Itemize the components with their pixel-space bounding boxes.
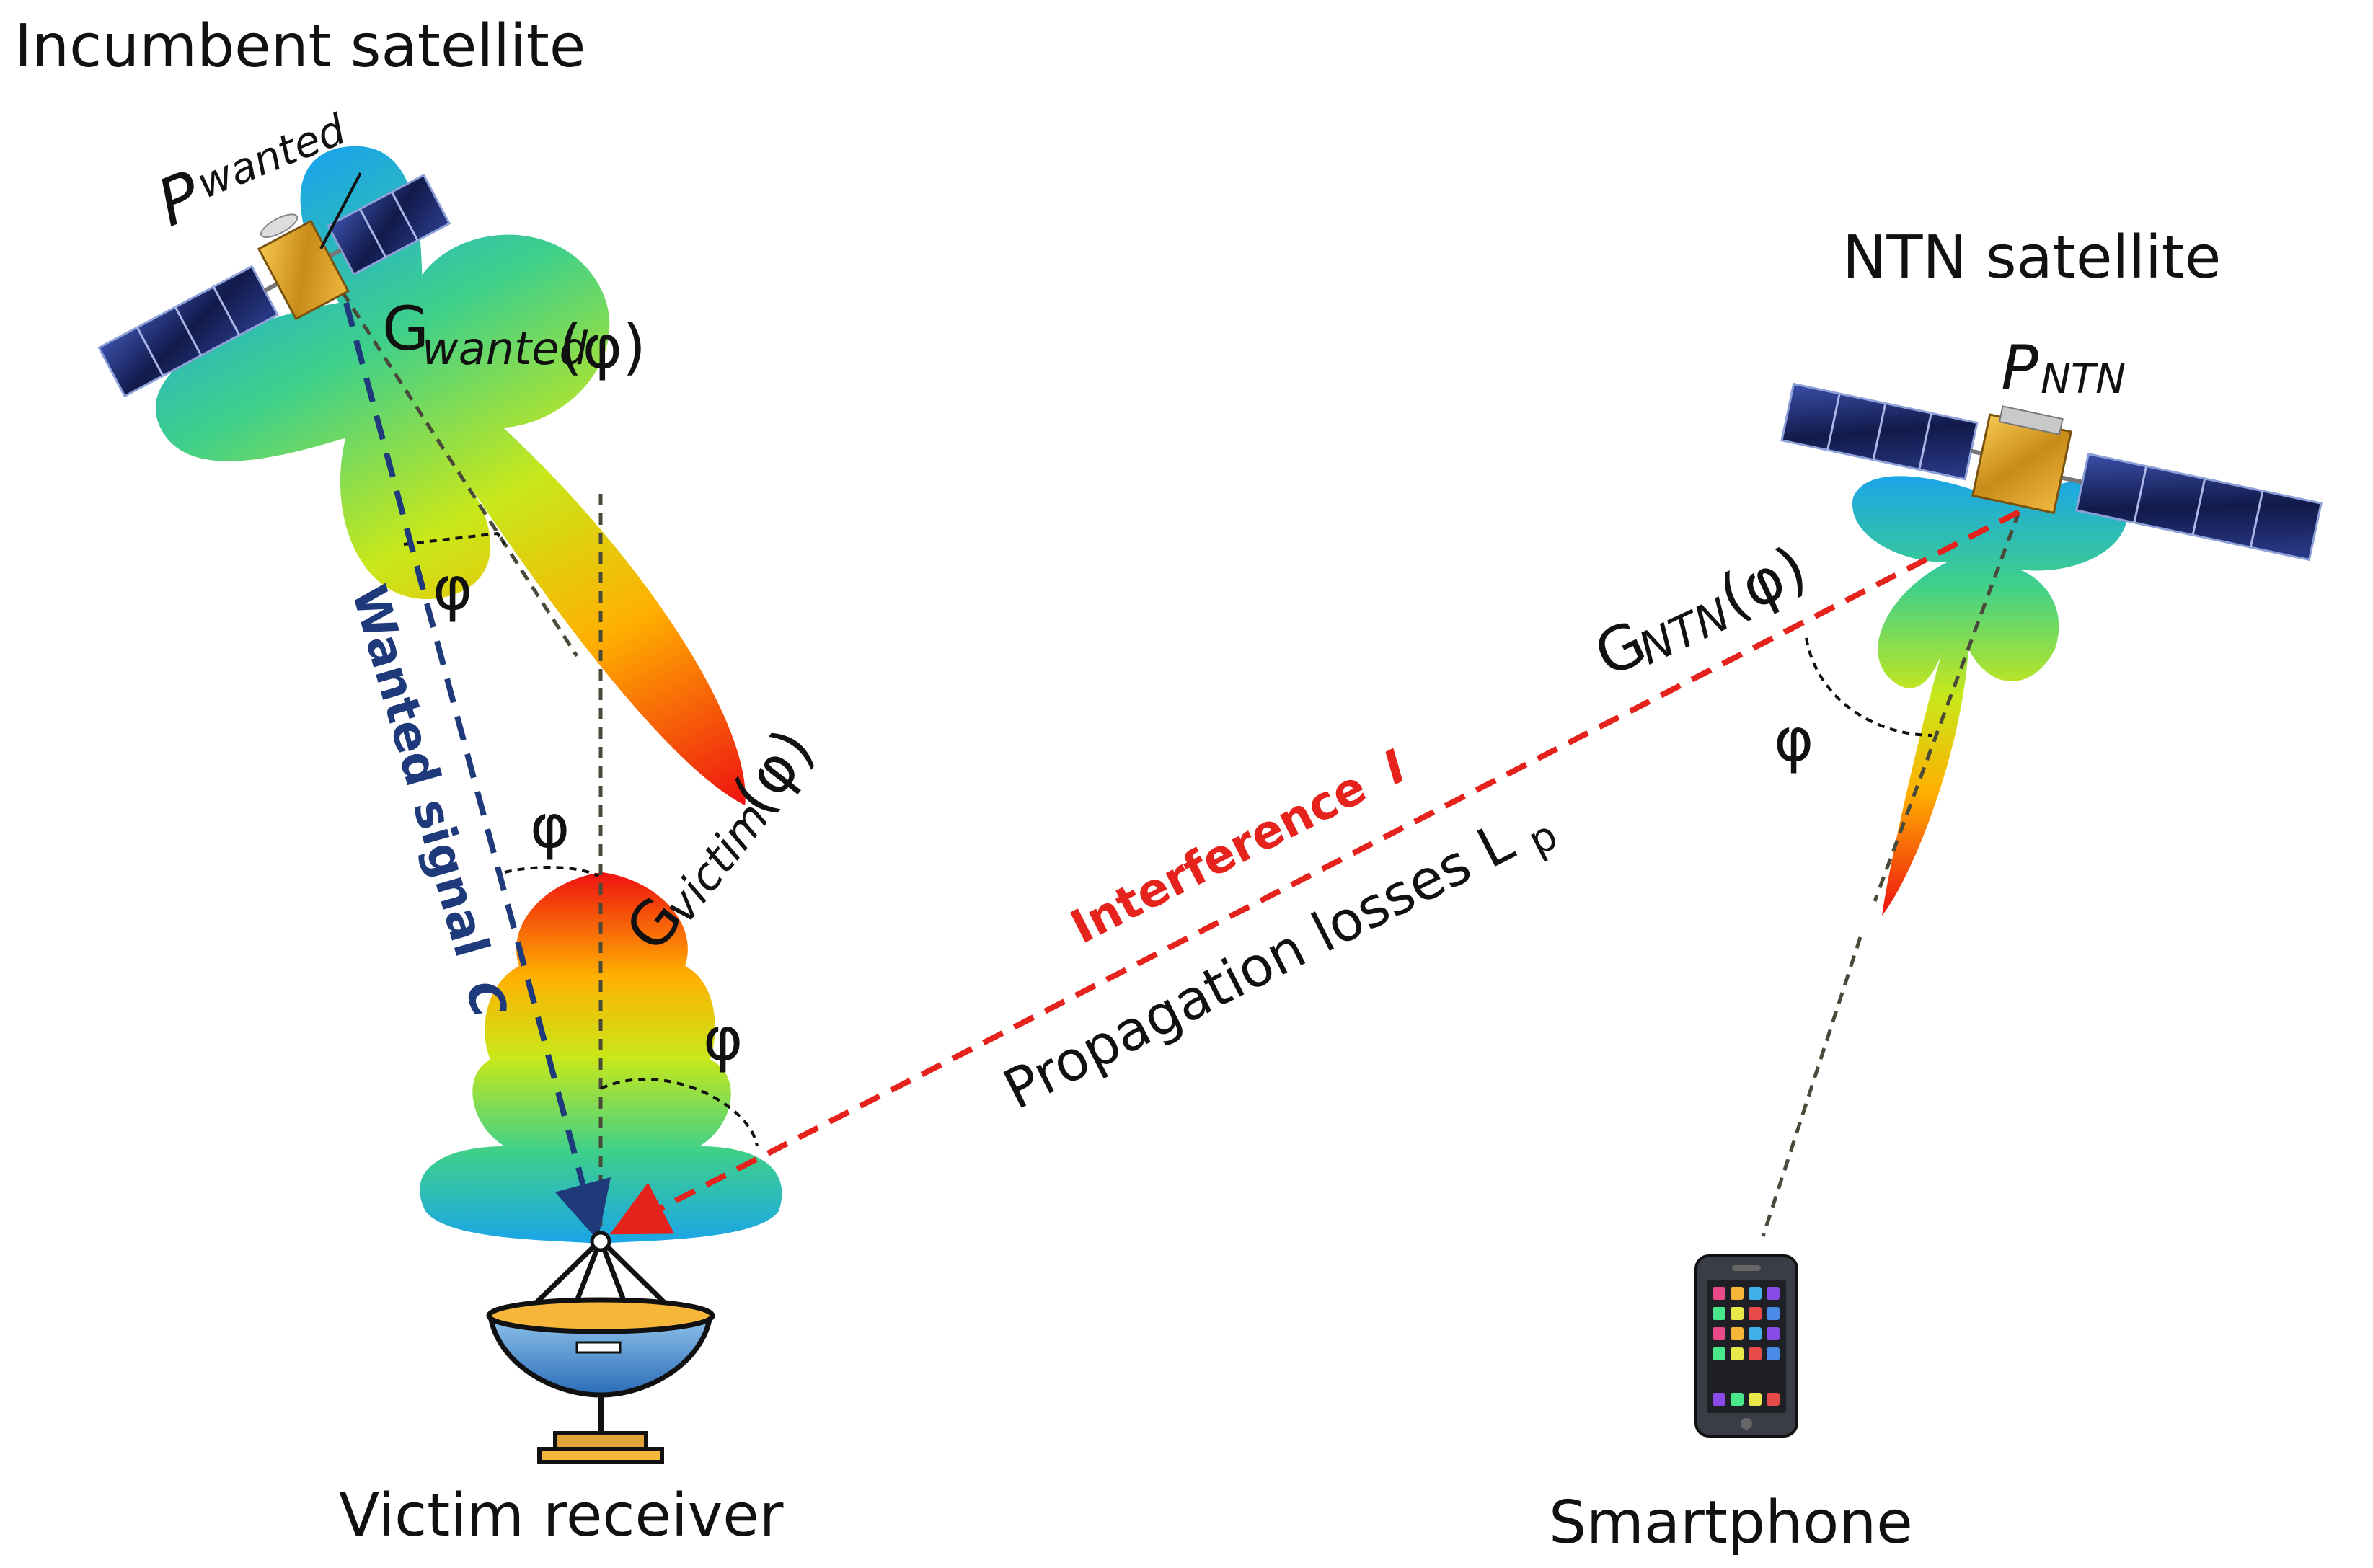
app-tile xyxy=(1767,1347,1780,1360)
smartphone-label: Smartphone xyxy=(1549,1489,1913,1557)
incumbent-satellite-icon xyxy=(97,173,451,398)
app-tile xyxy=(1731,1327,1744,1340)
incumbent-satellite-label: Incumbent satellite xyxy=(14,12,585,81)
guide-lines xyxy=(340,291,2021,1247)
app-tile xyxy=(1749,1327,1762,1340)
app-tile xyxy=(1713,1347,1725,1360)
app-tile xyxy=(1731,1287,1744,1300)
app-tile xyxy=(1749,1347,1762,1360)
app-tile xyxy=(1767,1327,1780,1340)
interference-path xyxy=(609,509,2020,1235)
ntn-satellite-label: NTN satellite xyxy=(1842,223,2221,292)
g-wanted-label: G wanted (φ) xyxy=(382,293,646,382)
app-tile xyxy=(1713,1327,1725,1340)
svg-text:P: P xyxy=(2001,332,2038,404)
wanted-signal-label: Wanted signal C xyxy=(341,579,518,1023)
p-wanted-pointer xyxy=(319,172,362,249)
dock-tile xyxy=(1767,1393,1780,1406)
dock-tile xyxy=(1731,1393,1744,1406)
wanted-signal-path xyxy=(343,301,611,1241)
svg-text:wanted: wanted xyxy=(422,322,588,375)
app-tile xyxy=(1767,1287,1780,1300)
ntn-satellite-icon xyxy=(1780,382,2323,562)
app-tile xyxy=(1713,1287,1725,1300)
p-ntn-label: P NTN xyxy=(2001,332,2126,404)
svg-text:Wanted signal C: Wanted signal C xyxy=(341,579,518,1023)
phi-label-incumbent: φ xyxy=(433,553,472,624)
app-tile xyxy=(1767,1307,1780,1320)
victim-receiver-label: Victim receiver xyxy=(339,1481,784,1550)
app-tile xyxy=(1713,1307,1725,1320)
g-ntn-label: G NTN (φ) xyxy=(1584,532,1817,691)
victim-beam-pattern xyxy=(420,872,782,1244)
svg-text:NTN: NTN xyxy=(2041,356,2126,403)
app-tile xyxy=(1731,1347,1744,1360)
smartphone-icon xyxy=(1694,1254,1798,1438)
phi-label-victim-top: φ xyxy=(530,791,570,861)
app-tile xyxy=(1749,1307,1762,1320)
svg-text:(φ): (φ) xyxy=(559,311,646,382)
ntn-beam-pattern xyxy=(1852,476,2128,916)
app-tile xyxy=(1731,1307,1744,1320)
phi-label-ntn: φ xyxy=(1774,704,1813,775)
victim-receiver-dish-icon xyxy=(486,1231,715,1464)
phi-label-victim-right: φ xyxy=(703,1004,743,1074)
app-tile xyxy=(1749,1287,1762,1300)
dock-tile xyxy=(1713,1393,1725,1406)
angle-arcs xyxy=(403,531,1933,1147)
dock-tile xyxy=(1749,1393,1762,1406)
svg-text:G: G xyxy=(382,293,429,364)
